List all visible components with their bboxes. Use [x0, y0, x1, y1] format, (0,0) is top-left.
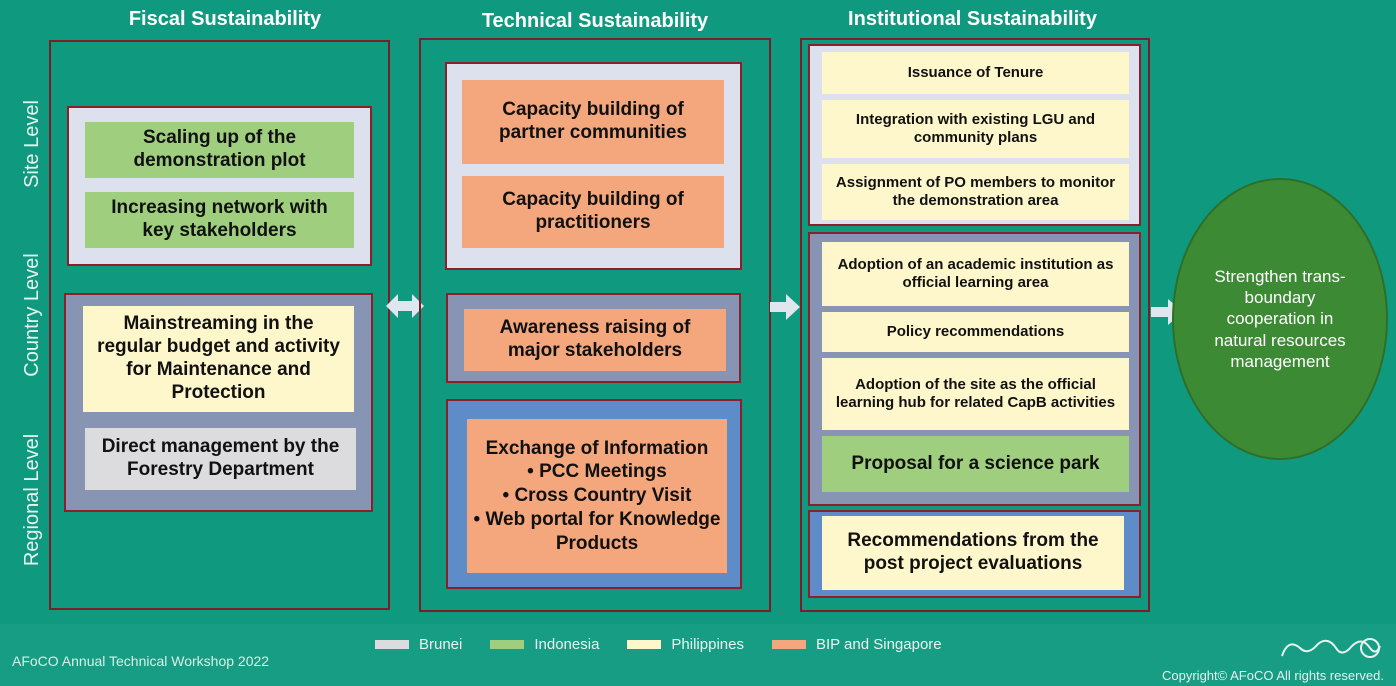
copyright-footer: Copyright© AFoCO All rights reserved. [1162, 668, 1384, 683]
institutional-frame [800, 38, 1150, 612]
tenure-box: Issuance of Tenure [822, 52, 1129, 94]
footer-strip [0, 624, 1396, 686]
technical-frame [419, 38, 771, 612]
site-level-label: Site Level [21, 100, 43, 188]
legend-swatch-indonesia [490, 640, 525, 649]
direct-management-box: Direct management by the Forestry Depart… [85, 428, 356, 490]
recommendations-box: Recommendations from the post project ev… [822, 516, 1124, 590]
legend-label: BIP and Singapore [815, 636, 942, 653]
adoption-academic-box: Adoption of an academic institution as o… [822, 242, 1129, 306]
afoco-logo-icon [1281, 638, 1381, 658]
capacity-communities-box: Capacity building of partner communities [462, 80, 724, 164]
workshop-footer: AFoCO Annual Technical Workshop 2022 [12, 653, 270, 669]
technical-title: Technical Sustainability [481, 10, 709, 32]
institutional-title: Institutional Sustainability [848, 8, 1097, 30]
exchange-title: Exchange of Information [485, 437, 709, 459]
fiscal-frame [49, 40, 390, 610]
legend-swatch-bip-singapore [771, 640, 806, 649]
exchange-info-box: Exchange of Information • PCC Meetings •… [467, 419, 727, 573]
scaling-up-box: Scaling up of the demonstration plot [85, 122, 354, 178]
mainstreaming-box: Mainstreaming in the regular budget and … [83, 306, 354, 412]
policy-box: Policy recommendations [822, 312, 1129, 352]
exchange-item: • Cross Country Visit [502, 485, 692, 507]
legend: Brunei Indonesia Philippines BIP and Sin… [375, 636, 942, 653]
awareness-box: Awareness raising of major stakeholders [464, 309, 726, 371]
legend-label: Philippines [671, 636, 744, 653]
assignment-box: Assignment of PO members to monitor the … [822, 164, 1129, 220]
network-box: Increasing network with key stakeholders [85, 192, 354, 248]
exchange-item: • Web portal for Knowledge Products [473, 508, 721, 554]
fiscal-title: Fiscal Sustainability [128, 8, 322, 30]
science-park-box: Proposal for a science park [822, 436, 1129, 492]
capacity-practitioners-box: Capacity building of practitioners [462, 176, 724, 248]
legend-label: Brunei [419, 636, 463, 653]
outcome-ellipse: Strengthen trans-boundary cooperation in… [1172, 178, 1388, 460]
regional-level-label: Regional Level [21, 433, 43, 567]
integration-box: Integration with existing LGU and commun… [822, 100, 1129, 158]
country-level-label: Country Level [21, 253, 43, 377]
legend-label: Indonesia [534, 636, 600, 653]
legend-swatch-philippines [627, 640, 662, 649]
right-arrow-icon [770, 294, 800, 320]
double-arrow-icon [386, 294, 424, 318]
adoption-site-box: Adoption of the site as the official lea… [822, 358, 1129, 430]
legend-swatch-brunei [375, 640, 409, 649]
exchange-item: • PCC Meetings [527, 461, 667, 483]
